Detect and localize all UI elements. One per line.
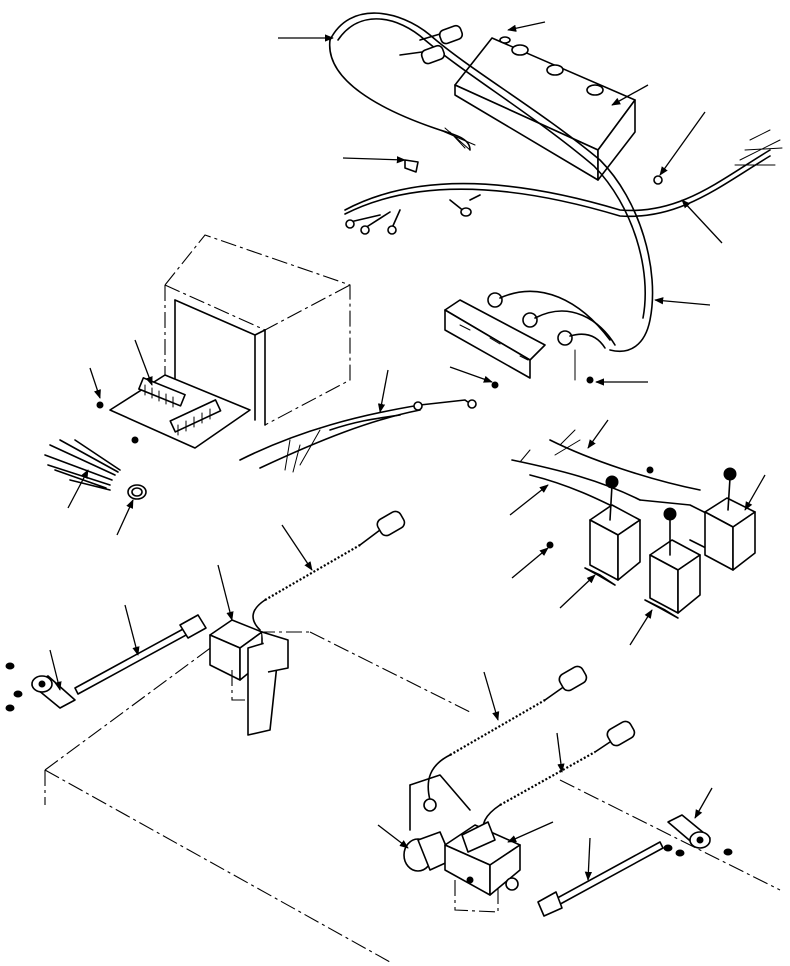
coiled-cable-left — [252, 510, 406, 631]
leader-lines — [49, 21, 766, 881]
control-box — [454, 36, 636, 181]
bracket-with-connectors — [444, 290, 616, 389]
linkage-rod-left — [74, 614, 207, 695]
linkage-rod-right — [537, 841, 664, 917]
electronics-enclosure — [164, 234, 351, 426]
joystick-control-left — [584, 475, 641, 586]
joystick-control-center — [644, 507, 701, 619]
rod-end-left — [5, 662, 76, 712]
circuit-board — [96, 374, 251, 449]
pedal-control-left — [209, 619, 289, 736]
joystick-control-right — [704, 467, 756, 571]
cable-clamp — [127, 484, 147, 500]
operator-platform — [44, 631, 781, 963]
wire-bundle — [44, 439, 121, 491]
coiled-cable-right-lower — [482, 720, 636, 836]
connector-top-2 — [399, 44, 446, 65]
pedal-control-right — [403, 774, 521, 913]
coiled-cable-right-upper — [423, 665, 588, 812]
enclosure-harness — [239, 399, 477, 473]
connector-top-1 — [419, 24, 464, 45]
rod-end-right — [663, 814, 733, 857]
main-wiring-harness — [329, 12, 783, 352]
